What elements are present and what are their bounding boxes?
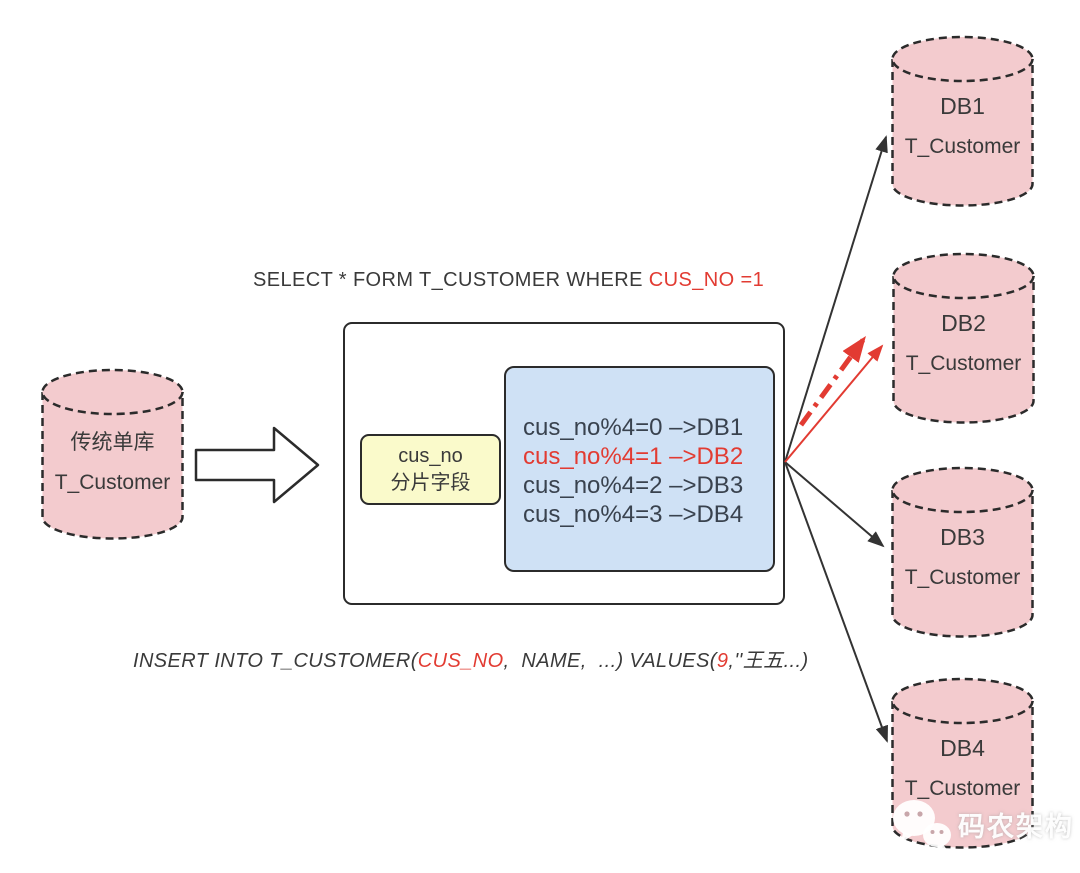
select-statement-prefix: SELECT * FORM T_CUSTOMER WHERE: [253, 269, 649, 291]
block-arrow-right-icon: [194, 426, 320, 504]
insert-statement-part1: INSERT INTO T_CUSTOMER(: [133, 650, 418, 672]
database-cylinder-icon: [891, 35, 1034, 207]
db-table: T_Customer: [905, 352, 1022, 375]
routing-rule: cus_no%4=0 –>DB1: [523, 414, 744, 441]
insert-statement-highlight2: 9: [716, 650, 729, 672]
db1-cylinder: DB1 T_Customer: [890, 33, 1035, 208]
routing-rules-box: cus_no%4=0 –>DB1 cus_no%4=1 –>DB2 cus_no…: [504, 366, 775, 572]
routing-rule: cus_no%4=1 –>DB2: [523, 443, 744, 470]
db-name: DB4: [940, 735, 985, 761]
routing-rule: cus_no%4=3 –>DB4: [523, 501, 744, 528]
red-arrow-to-db2: [784, 344, 884, 463]
database-cylinder-icon: [892, 252, 1035, 424]
db2-cylinder: DB2 T_Customer: [891, 250, 1036, 425]
select-statement-highlight: CUS_NO =1: [648, 269, 765, 291]
arrow-to-db1: [784, 135, 888, 463]
db-name: DB3: [940, 524, 985, 550]
source-db-table: T_Customer: [54, 471, 171, 494]
shard-field-box: cus_no 分片字段: [360, 434, 501, 505]
db-name: DB2: [941, 310, 986, 336]
insert-statement-part3: ,''王五...): [728, 650, 809, 672]
insert-statement-highlight1: CUS_NO: [417, 650, 504, 672]
wechat-icon: [893, 800, 951, 850]
db3-cylinder: DB3 T_Customer: [890, 464, 1035, 639]
source-db-cylinder: 传统单库 T_Customer: [40, 366, 185, 541]
db-name: DB1: [940, 93, 985, 119]
red-dashdot-arrow-to-db2: [798, 335, 866, 427]
db-table: T_Customer: [904, 777, 1021, 800]
routing-rule: cus_no%4=2 –>DB3: [523, 472, 744, 499]
arrow-to-db3: [784, 461, 885, 548]
database-cylinder-icon: [41, 368, 184, 540]
insert-statement: INSERT INTO T_CUSTOMER(CUS_NO, NAME, ...…: [133, 644, 809, 673]
shard-field-label: 分片字段: [390, 471, 471, 494]
shard-field-name: cus_no: [398, 444, 463, 467]
watermark-text: 码农架构: [958, 811, 1074, 842]
source-db-name: 传统单库: [70, 431, 155, 454]
watermark: 码农架构: [891, 797, 1074, 851]
insert-statement-part2: , NAME, ...) VALUES(: [503, 650, 717, 672]
select-statement: SELECT * FORM T_CUSTOMER WHERE CUS_NO =1: [253, 269, 764, 292]
db-table: T_Customer: [904, 135, 1021, 158]
arrow-to-db4: [784, 461, 888, 743]
db-table: T_Customer: [904, 566, 1021, 589]
database-cylinder-icon: [891, 466, 1034, 638]
